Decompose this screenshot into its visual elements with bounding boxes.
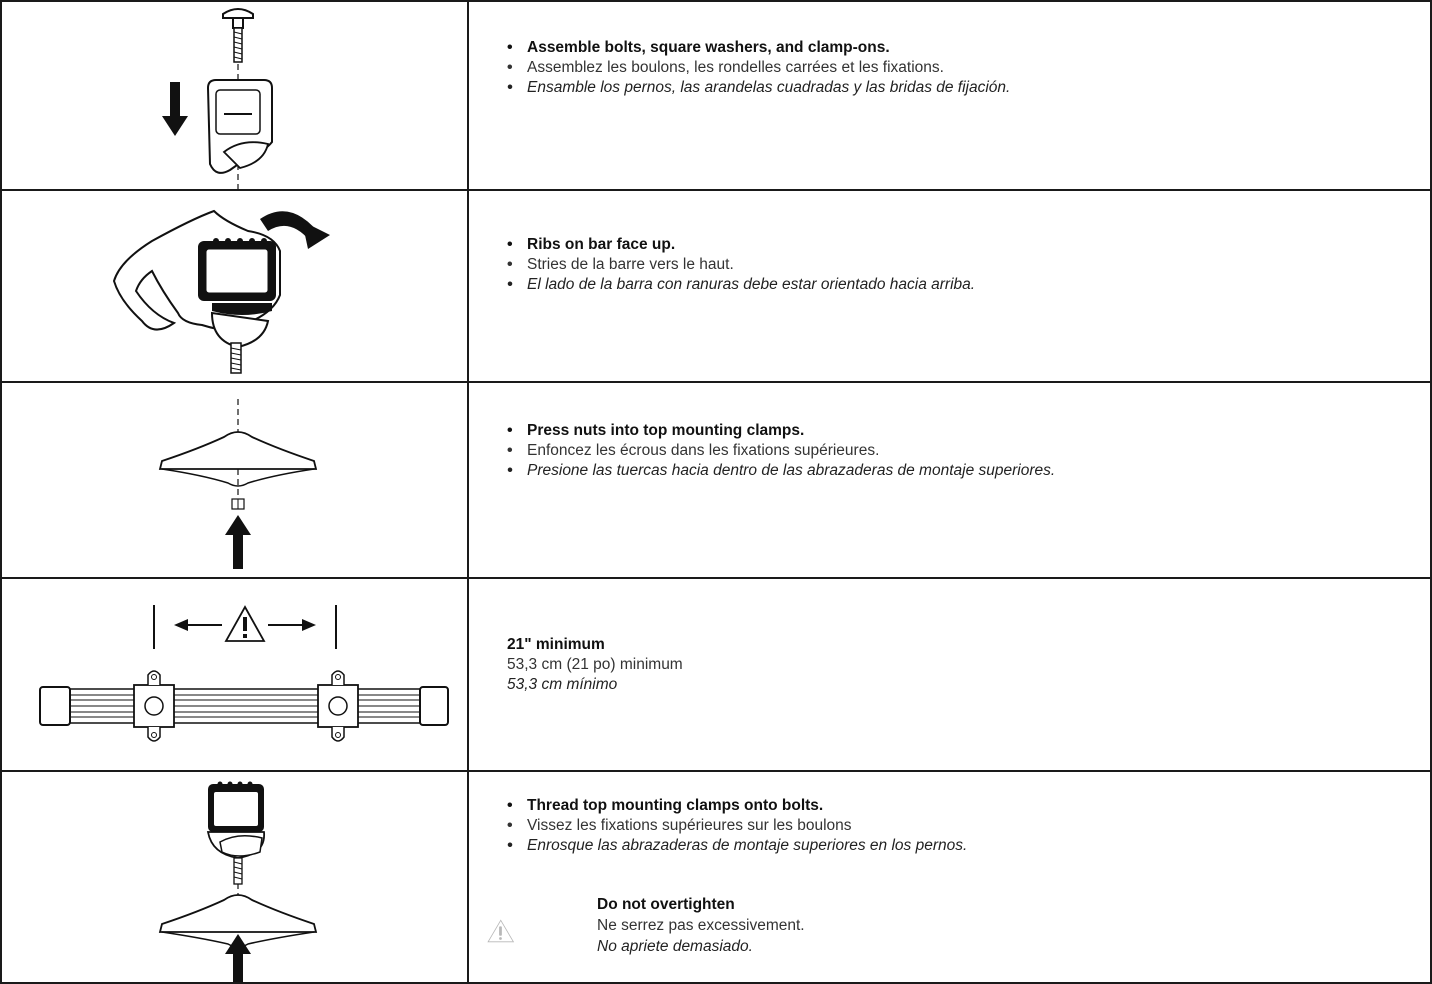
bolt-clamp-assembly-illustration — [162, 8, 273, 189]
thread-clamps-illustration — [158, 781, 318, 982]
step-3-text: Press nuts into top mounting clamps. Enf… — [469, 383, 1430, 577]
step-row-1: Assemble bolts, square washers, and clam… — [2, 2, 1430, 191]
step-1-fr: Assemblez les boulons, les rondelles car… — [507, 58, 1010, 78]
warning-triangle-icon — [487, 919, 515, 943]
step-4-es: 53,3 cm mínimo — [507, 676, 618, 693]
step-3-illustration — [2, 383, 469, 577]
step-1-illustration — [2, 2, 469, 189]
bar-spacing-illustration — [39, 605, 449, 742]
warning-en: Do not overtighten — [597, 896, 735, 913]
step-3-es: Presione las tuercas hacia dentro de las… — [507, 461, 1055, 481]
step-1-text: Assemble bolts, square washers, and clam… — [469, 2, 1430, 189]
step-5-text: Thread top mounting clamps onto bolts. V… — [469, 772, 1430, 982]
step-4-illustration — [2, 579, 469, 770]
step-2-fr: Stries de la barre vers le haut. — [507, 255, 975, 275]
step-2-es: El lado de la barra con ranuras debe est… — [507, 275, 975, 295]
step-5-fr: Vissez les fixations supérieures sur les… — [507, 816, 967, 836]
step-row-2: Ribs on bar face up. Stries de la barre … — [2, 191, 1430, 383]
warning-note: Do not overtighten Ne serrez pas excessi… — [597, 894, 805, 957]
step-5-es: Enrosque las abrazaderas de montaje supe… — [507, 836, 967, 856]
step-4-fr: 53,3 cm (21 po) minimum — [507, 656, 683, 673]
clamp-on-bar-illustration — [112, 209, 330, 374]
nut-into-clamp-illustration — [158, 399, 318, 569]
warning-fr: Ne serrez pas excessivement. — [597, 917, 805, 934]
step-4-text: 21" minimum 53,3 cm (21 po) minimum 53,3… — [469, 579, 1430, 770]
step-row-4: 21" minimum 53,3 cm (21 po) minimum 53,3… — [2, 579, 1430, 772]
step-5-illustration — [2, 772, 469, 982]
step-row-5: Thread top mounting clamps onto bolts. V… — [2, 772, 1430, 982]
step-2-en: Ribs on bar face up. — [507, 235, 975, 255]
step-5-en: Thread top mounting clamps onto bolts. — [507, 796, 967, 816]
step-1-es: Ensamble los pernos, las arandelas cuadr… — [507, 78, 1010, 98]
step-3-en: Press nuts into top mounting clamps. — [507, 421, 1055, 441]
step-row-3: Press nuts into top mounting clamps. Enf… — [2, 383, 1430, 579]
step-2-illustration — [2, 191, 469, 381]
step-2-text: Ribs on bar face up. Stries de la barre … — [469, 191, 1430, 381]
step-3-fr: Enfoncez les écrous dans les fixations s… — [507, 441, 1055, 461]
step-4-en: 21" minimum — [507, 636, 605, 653]
warning-es: No apriete demasiado. — [597, 938, 753, 955]
step-1-en: Assemble bolts, square washers, and clam… — [507, 38, 1010, 58]
